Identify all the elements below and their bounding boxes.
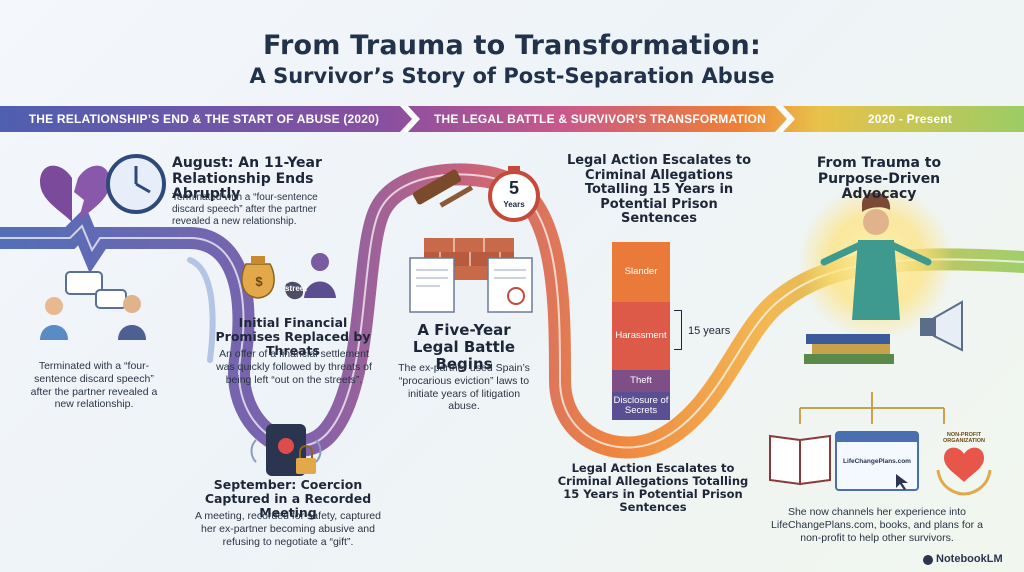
notebooklm-logo-icon: [923, 555, 933, 565]
timer-icon: [488, 166, 540, 222]
timer-unit: Years: [503, 200, 525, 209]
bar-segment-slander: Slander: [612, 242, 670, 302]
september-body: A meeting, recorded for safety, captured…: [195, 510, 381, 548]
branding-label: NotebookLM: [936, 553, 1003, 565]
open-book-icon: [769, 434, 831, 486]
megaphone-icon: [920, 300, 963, 352]
escalates-top-heading: Legal Action Escalates to Criminal Alleg…: [566, 153, 752, 227]
band-label-legal: THE LEGAL BATTLE & SURVIVOR’S TRANSFORMA…: [434, 112, 766, 126]
bar-segment-label: Slander: [624, 265, 658, 277]
escalates-bottom-heading: Legal Action Escalates to Criminal Alleg…: [557, 461, 749, 514]
bar-segment-label: Harassment: [615, 329, 667, 341]
total-years-label: 15 years: [688, 325, 731, 337]
nonprofit-label: NON-PROFIT ORGANIZATION: [942, 432, 986, 444]
timeline-band: [0, 106, 1024, 132]
financial-body: An offer of a financial settlement was q…: [216, 348, 372, 386]
left-caption: Terminated with a “four-sentence discard…: [30, 360, 158, 411]
timer-number: 5: [508, 178, 519, 198]
lock-icon: [296, 445, 316, 474]
august-body: Terminated with a “four-sentence discard…: [172, 192, 318, 228]
website-icon: [835, 431, 919, 491]
bar-segment-label: Theft: [630, 374, 652, 386]
legal-heading: A Five-Year Legal Battle Begins: [412, 321, 516, 373]
gavel-icon: [412, 169, 474, 208]
august-heading: August: An 11-Year Relationship Ends Abr…: [172, 155, 322, 203]
page-subtitle: A Survivor’s Story of Post-Separation Ab…: [249, 64, 775, 88]
financial-heading: Initial Financial Promises Replaced by T…: [215, 315, 371, 358]
nonprofit-heart-icon: [936, 447, 992, 496]
branch-connector: [799, 392, 945, 424]
bar-segment-harassment: Harassment: [612, 302, 670, 370]
advocacy-heading: From Trauma to Purpose-Driven Advocacy: [816, 155, 942, 203]
clock-icon: [106, 154, 166, 214]
bar-segment-theft: Theft: [612, 370, 670, 392]
allegations-bar: Slander Harassment Theft Disclosure of S…: [612, 242, 670, 420]
money-bag-icon: [241, 256, 275, 299]
band-label-relationship: THE RELATIONSHIP’S END & THE START OF AB…: [28, 112, 380, 126]
conversation-icon: [40, 271, 146, 340]
website-label: LifeChangePlans.com: [843, 458, 911, 465]
legal-document-icon: [409, 257, 533, 313]
bar-segment-disclosure: Disclosure of Secrets: [612, 392, 670, 420]
broken-heart-icon: [40, 165, 110, 222]
advocate-person-icon: [820, 192, 932, 320]
page-title: From Trauma to Transformation:: [263, 30, 761, 61]
street-label: street: [285, 284, 307, 293]
street-person-icon: [285, 253, 336, 300]
money-bag-symbol: $: [255, 274, 263, 289]
books-stack-icon: [804, 334, 894, 364]
legal-body: The ex-partner used Spain’s “procarious …: [398, 362, 530, 413]
bracket: [674, 310, 682, 350]
bar-segment-label: Disclosure of Secrets: [613, 394, 669, 416]
september-heading: September: Coercion Captured in a Record…: [204, 477, 372, 520]
advocacy-body: She now channels her experience into Lif…: [771, 506, 983, 544]
band-label-present: 2020 - Present: [867, 112, 953, 126]
